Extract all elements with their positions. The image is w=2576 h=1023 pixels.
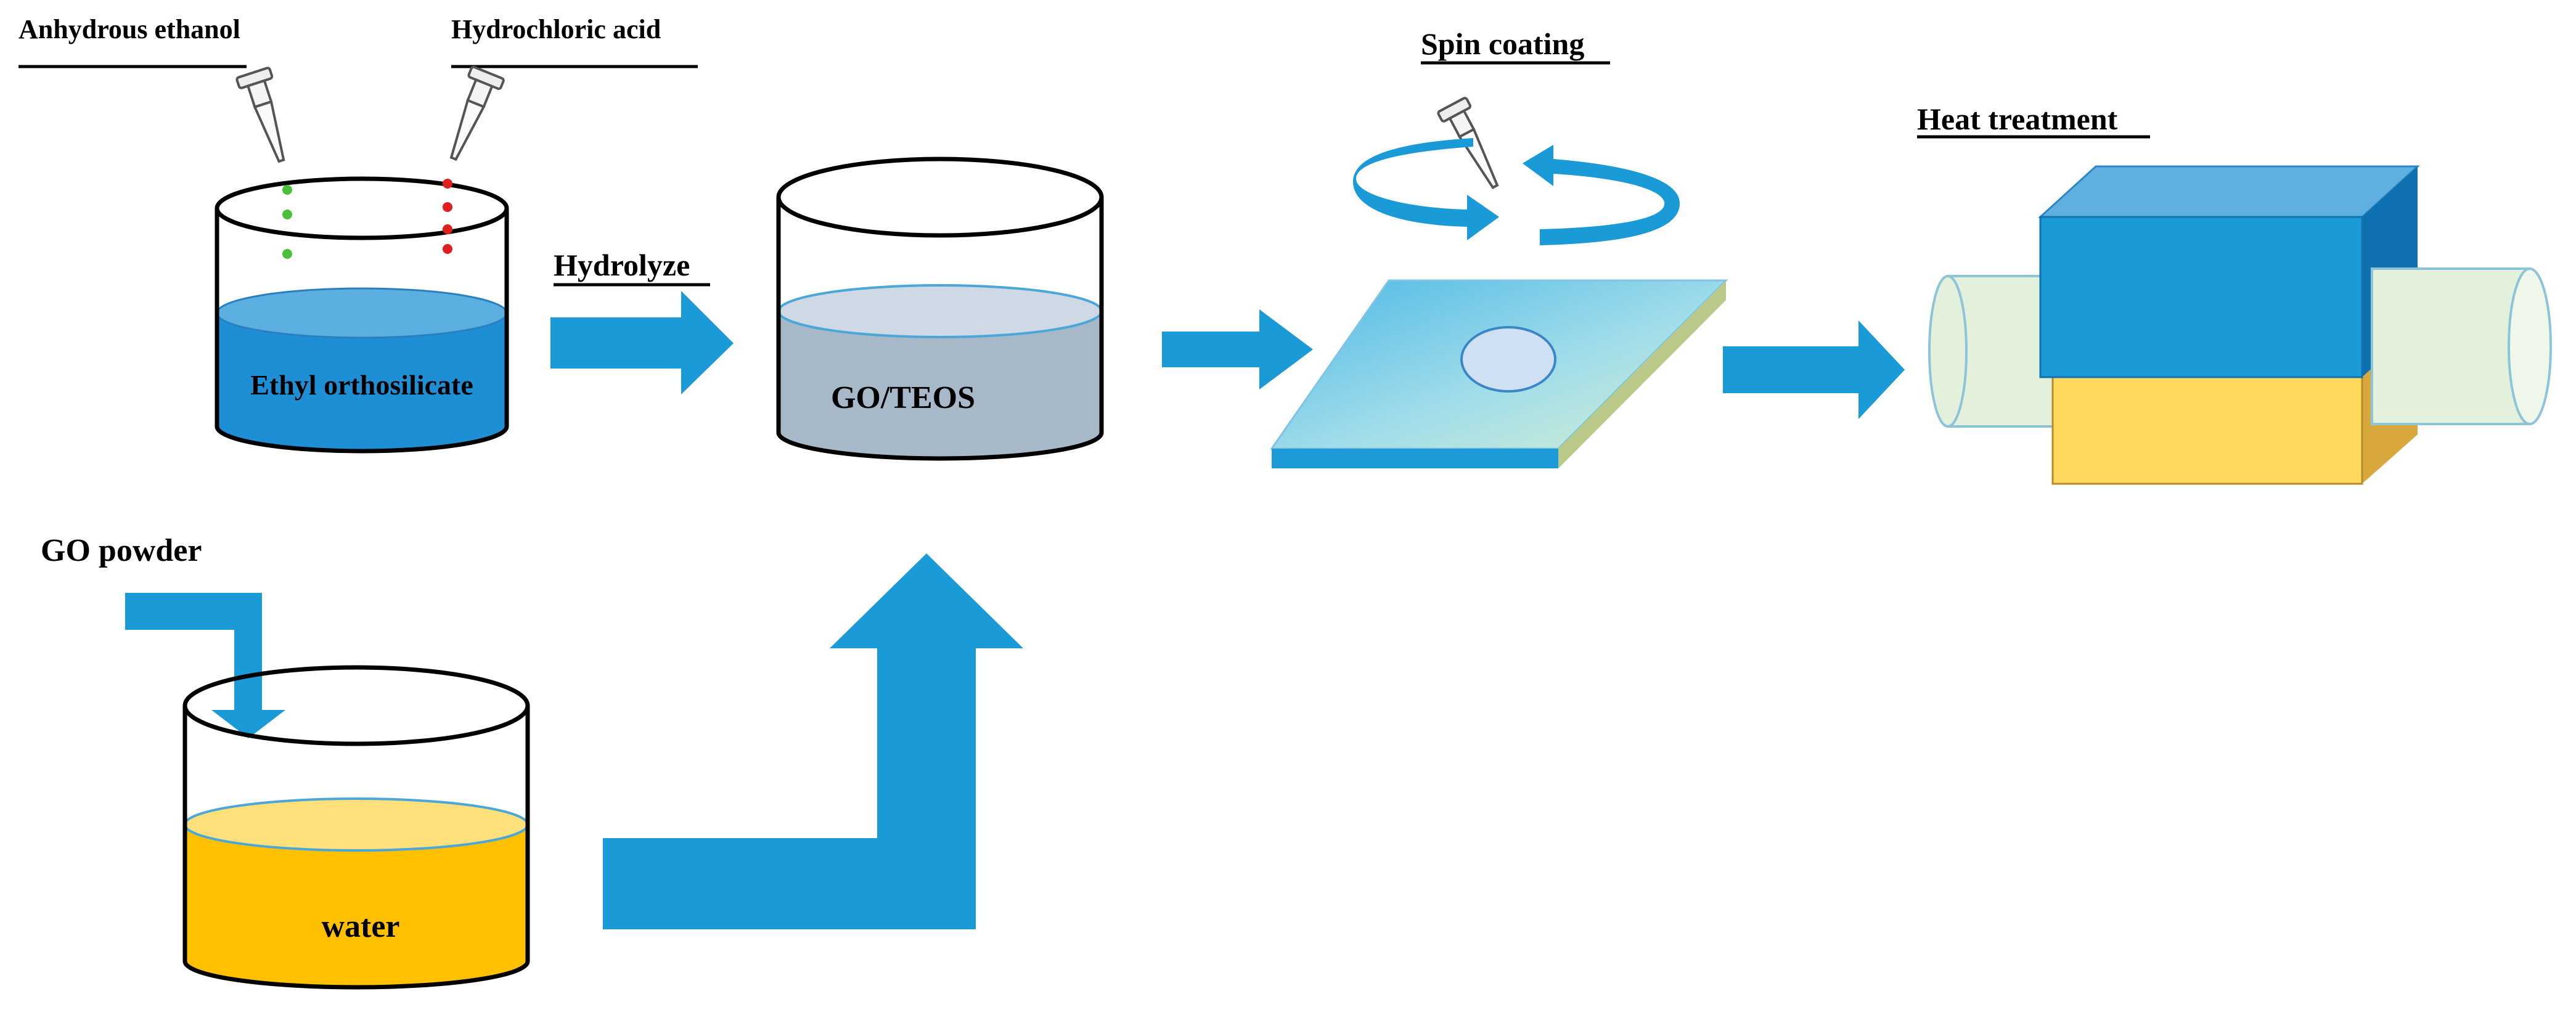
beaker-go-teos	[776, 157, 1104, 461]
label-anhydrous-ethanol: Anhydrous ethanol	[18, 14, 240, 44]
coating-droplet	[1460, 326, 1556, 393]
label-hydrochloric-acid: Hydrochloric acid	[451, 14, 661, 44]
label-go-powder: GO powder	[41, 533, 202, 568]
beaker-ethyl-orthosilicate	[215, 176, 509, 454]
ethanol-drops	[282, 185, 292, 259]
pipette-ethanol-icon	[235, 67, 285, 163]
arrow-hydrolyze	[550, 291, 734, 394]
pipette-acid-icon	[449, 65, 505, 161]
arrow-go-powder	[125, 593, 285, 738]
spin-substrate	[1270, 279, 1728, 468]
acid-drops	[443, 179, 452, 254]
arrow-to-heat-treatment	[1723, 320, 1905, 419]
arrow-water-to-go-teos	[603, 553, 1023, 929]
rotation-arrow-right-icon	[1523, 145, 1680, 245]
label-ethyl-orthosilicate: Ethyl orthosilicate	[250, 369, 473, 401]
beaker-water	[182, 665, 530, 990]
label-spin-coating: Spin coating	[1421, 26, 1584, 61]
rotation-arrow-left-icon	[1353, 138, 1499, 240]
furnace-bottom	[2051, 376, 2363, 485]
furnace-top	[2039, 216, 2363, 378]
tube-right	[2371, 267, 2531, 425]
label-water: water	[321, 909, 399, 944]
label-heat-treatment: Heat treatment	[1917, 102, 2118, 136]
tube-furnace	[1928, 165, 2552, 485]
arrow-to-spin-coating	[1162, 309, 1313, 389]
label-hydrolyze: Hydrolyze	[554, 248, 690, 282]
label-go-teos: GO/TEOS	[831, 380, 975, 415]
